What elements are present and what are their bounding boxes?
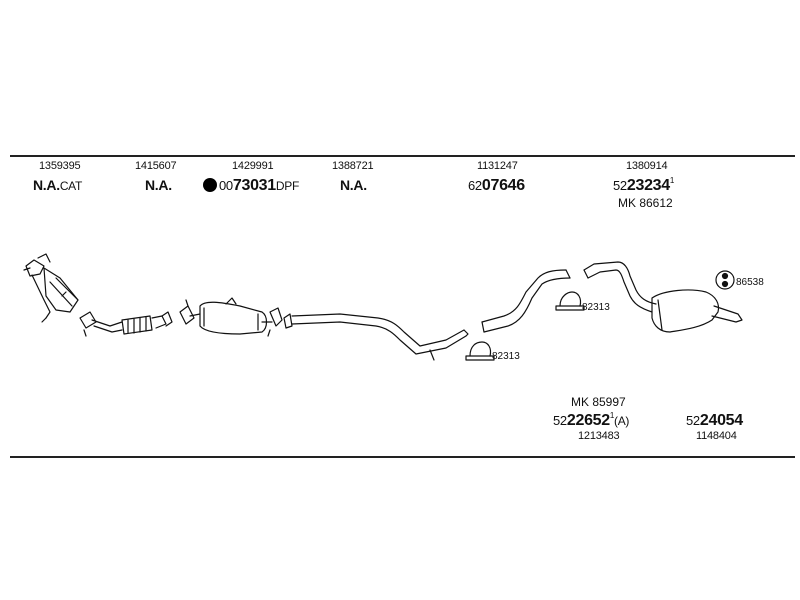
part-number-col4: N.A. (340, 177, 367, 193)
front-pipe-part (79, 311, 173, 337)
part-number-col3: 0073031DPF (203, 178, 299, 194)
oe-number-col3: 1429991 (232, 160, 274, 172)
part-number-bottom2: 5224054 (686, 412, 743, 429)
oe-number-col5: 1131247 (477, 160, 518, 172)
part-number-col6: 52232341 (613, 176, 675, 194)
oe-number-col2: 1415607 (135, 160, 177, 172)
part-number-col2: N.A. (145, 177, 172, 193)
part-number-bottom1: 52226521(A) (553, 411, 630, 429)
mk-number-bottom1: MK 85997 (571, 395, 626, 409)
oe-number-col1: 1359395 (39, 160, 81, 172)
clamp-label-1: 82313 (582, 302, 610, 313)
bottom-rule (10, 456, 795, 458)
oe-number-col6: 1380914 (626, 160, 668, 172)
intermediate-pipe-part (283, 313, 469, 361)
pipe-clamp-1 (555, 291, 585, 311)
part-number-col5: 6207646 (468, 177, 525, 194)
oe-number-col4: 1388721 (332, 160, 374, 172)
oe-number-bottom2: 1148404 (696, 430, 737, 442)
rear-silencer-part (583, 261, 743, 333)
oe-number-bottom1: 1213483 (578, 430, 620, 442)
top-rule (10, 155, 795, 157)
filled-dot-marker (203, 178, 217, 193)
catalytic-converter-part (23, 253, 79, 323)
rubber-mount (715, 270, 735, 290)
pipe-clamp-2 (465, 341, 495, 361)
s-pipe-part (481, 269, 571, 333)
dpf-filter-part (179, 297, 283, 337)
mk-number-col6: MK 86612 (618, 196, 673, 210)
part-number-col1: N.A.CAT (33, 177, 83, 193)
clamp-label-2: 82313 (492, 351, 520, 362)
clamp-label-3: 86538 (736, 277, 764, 288)
